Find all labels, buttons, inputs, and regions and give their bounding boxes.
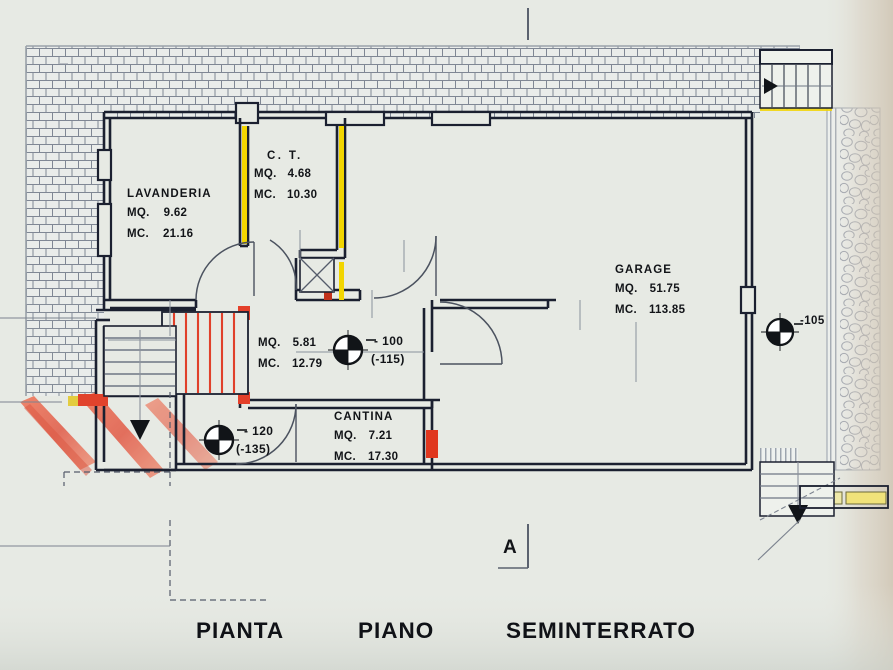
left-wall-openings (96, 148, 113, 258)
interior-stair-lower-flight (103, 325, 177, 440)
level-value-100: - 100 (374, 334, 404, 348)
area-unit-label: MQ. (615, 283, 638, 295)
volume-unit-label: MC. (334, 451, 356, 463)
level-value-105: -105 (800, 315, 825, 327)
area-unit-label: MQ. (258, 337, 281, 349)
room-area-lavanderia: MQ. 9.62 (127, 206, 187, 221)
plan-title-word-3: SEMINTERRATO (506, 618, 696, 643)
room-area-ct: MQ. 4.68 (254, 167, 311, 182)
room-volume-garage: MC. 113.85 (615, 303, 685, 318)
highlighter-brush-marks (20, 392, 218, 478)
room-volume-ct: MC. 10.30 (254, 188, 317, 203)
room-label-garage: GARAGE (615, 264, 673, 276)
paper-edge-shading (820, 0, 893, 670)
external-stair-top-right (759, 49, 833, 109)
area-value: 7.21 (368, 430, 393, 442)
room-label-ct: C. T. (267, 150, 303, 162)
section-line-bottom (498, 524, 529, 569)
room-volume-disimpegno: MC. 12.79 (258, 357, 322, 372)
level-marker-symbol-100 (328, 330, 368, 370)
volume-value: 10.30 (286, 189, 318, 201)
paper-bottom-shading (0, 585, 893, 670)
area-value: 9.62 (163, 207, 188, 219)
external-stair-bottom-right (759, 461, 889, 524)
level-secondary-120: (-135) (236, 442, 271, 456)
volume-value: 12.79 (291, 358, 323, 370)
room-area-cantina: MQ. 7.21 (334, 429, 392, 444)
site-outline-lines (0, 317, 801, 561)
area-unit-label: MQ. (127, 207, 150, 219)
section-mark-a: A (503, 537, 517, 558)
plan-title-word-1: PIANTA (196, 618, 285, 643)
level-marker-symbol-120 (199, 420, 239, 460)
level-secondary-100: (-115) (371, 352, 405, 366)
garage-wall-pier (739, 285, 757, 315)
plan-title-word-2: PIANO (358, 618, 435, 643)
top-wall-openings (234, 101, 492, 127)
area-value: 5.81 (292, 337, 317, 349)
structural-column (299, 257, 335, 293)
volume-unit-label: MC. (615, 304, 637, 316)
room-label-lavanderia: LAVANDERIA (127, 188, 212, 200)
area-value: 51.75 (649, 283, 680, 295)
area-unit-label: MQ. (334, 430, 357, 442)
door-leaves (253, 236, 502, 462)
construction-guide-lines (60, 63, 637, 382)
volume-unit-label: MC. (258, 358, 280, 370)
volume-unit-label: MC. (127, 228, 149, 240)
room-volume-lavanderia: MC. 21.16 (127, 227, 193, 242)
room-area-garage: MQ. 51.75 (615, 282, 680, 297)
room-area-disimpegno: MQ. 5.81 (258, 336, 316, 351)
volume-value: 17.30 (367, 451, 399, 463)
area-unit-label: MQ. (254, 168, 277, 180)
room-label-cantina: CANTINA (334, 411, 394, 423)
level-marker-leaders (237, 323, 803, 431)
area-value: 4.68 (287, 168, 312, 180)
volume-unit-label: MC. (254, 189, 276, 201)
level-value-120: - 120 (244, 424, 274, 438)
volume-value: 113.85 (648, 304, 686, 316)
room-volume-cantina: MC. 17.30 (334, 450, 398, 465)
level-marker-symbol-105 (761, 313, 799, 351)
volume-value: 21.16 (162, 228, 194, 240)
excavation-dashed-lines (63, 392, 270, 601)
